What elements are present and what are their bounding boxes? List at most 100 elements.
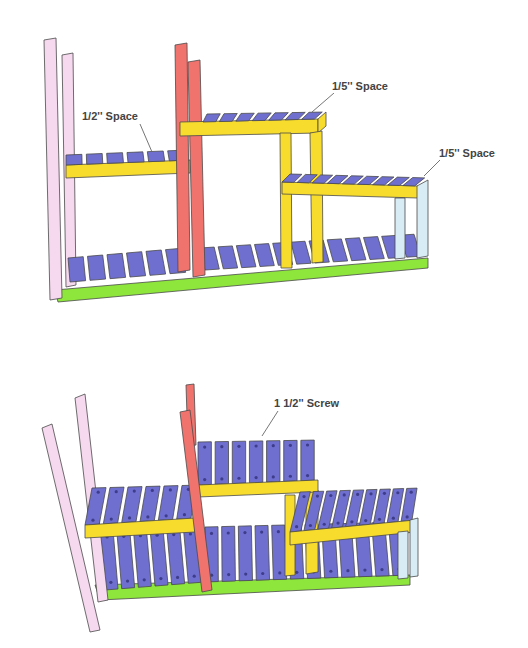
screw-callout: 1 1/2'' Screw [272, 397, 341, 410]
bottom-view-figure [42, 384, 418, 632]
screw-hole [91, 519, 94, 522]
screw-hole [97, 491, 100, 494]
screw-hole [227, 573, 230, 576]
screw-hole [244, 572, 247, 575]
shelf-rail [290, 520, 415, 545]
deck-slat [272, 525, 287, 580]
shelf-leg [395, 198, 405, 259]
deck-slat [158, 486, 178, 521]
screw-hole [243, 531, 246, 534]
screw-hole [323, 523, 326, 526]
screw-hole [306, 474, 309, 477]
middle-post [175, 43, 190, 272]
spacing-callout: 1/5'' Space [437, 147, 497, 160]
deck-slat [88, 255, 106, 280]
shelf-rail [180, 119, 318, 136]
leader-line [262, 411, 278, 436]
deck-slat [167, 528, 185, 585]
middle-post [180, 410, 212, 592]
deck-slat [236, 245, 256, 268]
deck-slat [85, 488, 106, 525]
screw-hole [159, 577, 162, 580]
deck-slat [236, 113, 254, 121]
deck-slat [238, 526, 252, 581]
deck-slat [387, 489, 404, 523]
deck-slat [291, 241, 311, 264]
screw-hole [165, 514, 168, 517]
deck-slat [66, 154, 82, 165]
deck-slat [117, 529, 135, 589]
screw-hole [143, 578, 146, 581]
screw-hole [410, 491, 413, 494]
deck-slat [249, 441, 262, 483]
screw-hole [329, 494, 332, 497]
screw-hole [193, 575, 196, 578]
deck-slat [255, 244, 275, 267]
screw-hole [277, 530, 280, 533]
deck-slat [345, 238, 366, 261]
screw-hole [261, 572, 264, 575]
deck-slat [219, 113, 237, 121]
leader-line [424, 160, 440, 176]
screw-hole [255, 444, 258, 447]
screw-hole [406, 515, 409, 518]
screw-hole [363, 569, 366, 572]
deck-slat [150, 528, 168, 586]
screw-hole [295, 571, 298, 574]
screw-hole [220, 445, 223, 448]
deck-slat [302, 112, 323, 119]
shelf-leg [398, 531, 408, 579]
screw-hole [396, 491, 399, 494]
top-view-figure [44, 38, 428, 302]
deck-slat [147, 151, 164, 162]
screw-hole [346, 569, 349, 572]
screw-hole [364, 519, 367, 522]
screw-hole [237, 445, 240, 448]
screw-hole [316, 494, 319, 497]
shelf-leg [310, 131, 323, 263]
screw-hole [227, 531, 230, 534]
screw-hole [306, 443, 309, 446]
screw-hole [350, 520, 353, 523]
leader-line [140, 124, 152, 152]
screw-hole [237, 477, 240, 480]
deck-slat [203, 114, 220, 122]
deck-slat [401, 488, 417, 521]
screw-hole [378, 518, 381, 521]
screw-hole [169, 488, 172, 491]
deck-slat [107, 253, 126, 278]
screw-hole [289, 475, 292, 478]
deck-slat [364, 237, 385, 260]
deck-slat [127, 252, 146, 277]
deck-slat [86, 154, 102, 165]
deck-slat [284, 440, 297, 481]
deck-slat [146, 250, 166, 275]
deck-slat [107, 153, 124, 164]
screw-hole [309, 524, 312, 527]
screw-hole [380, 568, 383, 571]
deck-slat [327, 239, 347, 262]
deck-slat [127, 152, 144, 163]
screw-hole [260, 531, 263, 534]
screw-hole [210, 532, 213, 535]
screw-hole [203, 478, 206, 481]
leader-lines [140, 93, 440, 436]
screw-hole [383, 492, 386, 495]
screw-hole [176, 576, 179, 579]
deck-slat [198, 442, 211, 485]
deck-slat [140, 486, 160, 521]
deck-slat [267, 441, 280, 483]
screw-hole [151, 489, 154, 492]
spacing-callout: 1/5'' Space [330, 80, 390, 93]
screw-hole [220, 477, 223, 480]
deck-slat [215, 441, 228, 484]
deck-slat [68, 257, 86, 282]
screw-hole [203, 445, 206, 448]
deck-slat [222, 526, 236, 581]
shelf-leg [417, 180, 428, 258]
back-post [44, 38, 62, 300]
screw-hole [189, 532, 192, 535]
deck-slat [103, 487, 124, 524]
deck-slat [218, 246, 237, 269]
